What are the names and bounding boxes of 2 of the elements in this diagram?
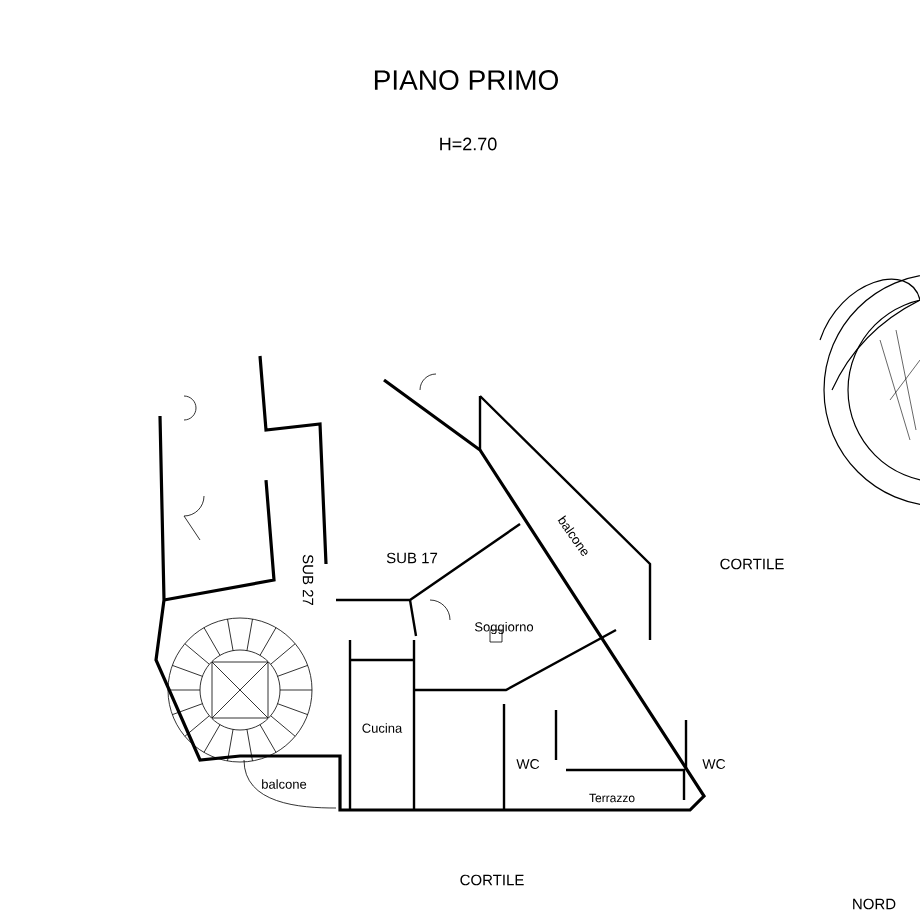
height-label: H=2.70 bbox=[440, 137, 497, 151]
title: PIANO PRIMO bbox=[374, 70, 558, 90]
